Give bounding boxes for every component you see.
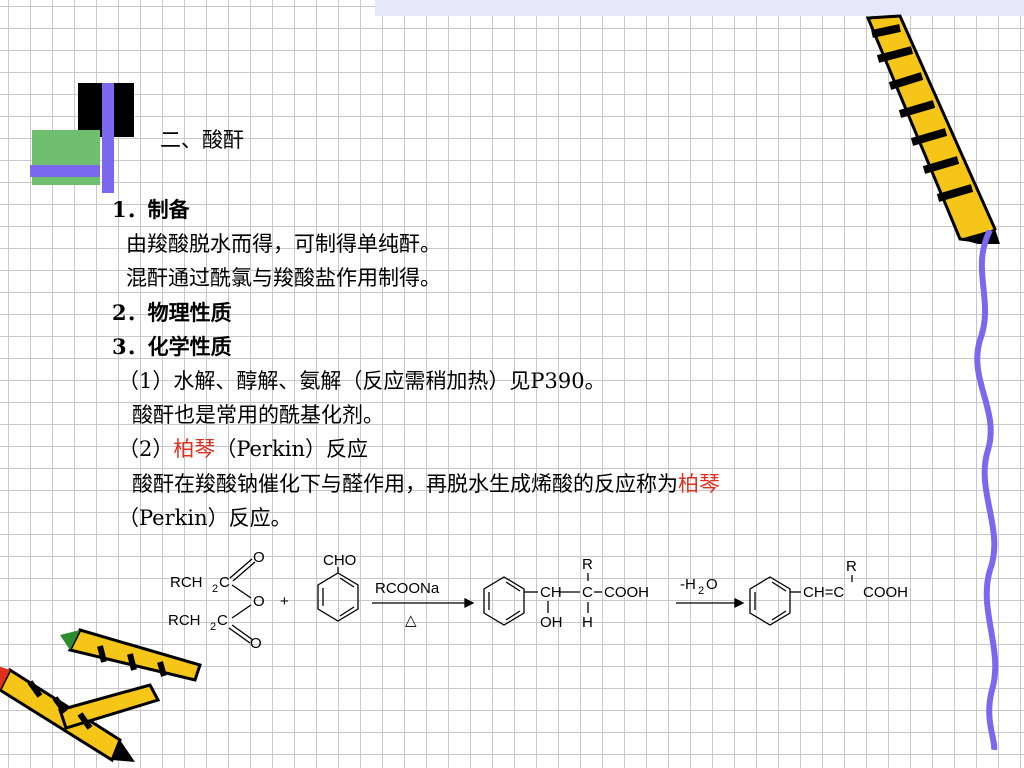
anhydride-o-bot: O — [250, 635, 262, 652]
anhydride-o-top: O — [253, 549, 265, 566]
anhydride-sub-bot: 2 — [210, 621, 216, 633]
perkin-reaction-scheme: O RCH 2 C O RCH 2 C O + CHO RCOONa △ R C… — [168, 549, 908, 652]
text-hydrolysis: （1）水解、醇解、氨解（反应需稍加热）见P390。 — [118, 368, 606, 393]
page-title: 二、酸酐 — [160, 128, 244, 152]
perkin-desc-continued: （Perkin）反应。 — [118, 505, 292, 530]
text-mixed-anhydride: 混酐通过酰氯与羧酸盐作用制得。 — [126, 266, 441, 291]
intermediate-h: H — [582, 614, 593, 631]
heading-physical-properties: 2．物理性质 — [112, 299, 232, 325]
intermediate-cooh: COOH — [604, 584, 649, 601]
pencils-decoration-bottom-left — [0, 628, 202, 763]
title-block-decoration — [30, 75, 150, 195]
aldehyde-cho: CHO — [323, 552, 356, 569]
dehydration-sub: 2 — [698, 585, 704, 597]
heading-chemical-properties: 3．化学性质 — [112, 333, 232, 359]
anhydride-c-bot: C — [217, 612, 228, 629]
text-simple-anhydride: 由羧酸脱水而得，可制得单纯酐。 — [126, 232, 441, 257]
anhydride-rch-top: RCH — [170, 574, 203, 591]
dehydration-o: O — [706, 576, 718, 593]
anhydride-o-mid: O — [253, 593, 265, 610]
slide-body: 1．制备 由羧酸脱水而得，可制得单纯酐。 混酐通过酰氯与羧酸盐作用制得。 2．物… — [112, 193, 952, 535]
intermediate-c: C — [582, 584, 593, 601]
perkin-heading-red: 柏琴 — [173, 437, 216, 462]
product-cooh: COOH — [863, 584, 908, 601]
top-band — [375, 0, 1024, 16]
intermediate-oh: OH — [540, 614, 563, 631]
reaction-bonds — [228, 558, 853, 644]
intermediate-ch: CH — [540, 584, 562, 601]
perkin-desc-red: 柏琴 — [678, 471, 720, 496]
heat-symbol: △ — [405, 612, 417, 629]
perkin-desc-main: 酸酐在羧酸钠催化下与醛作用，再脱水生成烯酸的反应称为 — [132, 471, 678, 496]
anhydride-sub-top: 2 — [212, 583, 218, 595]
product-chain: CH=C — [803, 584, 844, 601]
perkin-description: 酸酐在羧酸钠催化下与醛作用，再脱水生成烯酸的反应称为柏琴 — [112, 467, 952, 501]
intermediate-r: R — [582, 556, 593, 573]
product-r: R — [846, 558, 857, 575]
anhydride-c-top: C — [219, 574, 230, 591]
wave-decoration-right — [974, 230, 999, 750]
heading-preparation: 1．制备 — [112, 197, 190, 222]
perkin-heading-suffix: （Perkin）反应 — [215, 437, 368, 462]
text-acylating-agent: 酸酐也是常用的酰基化剂。 — [132, 403, 384, 428]
perkin-heading-prefix: （2） — [118, 437, 174, 462]
anhydride-rch-bot: RCH — [168, 612, 201, 629]
plus-sign: + — [280, 593, 289, 610]
perkin-heading: （2）柏琴（Perkin）反应 — [112, 432, 952, 466]
catalyst-label: RCOONa — [375, 580, 440, 597]
dehydration-h: -H — [680, 576, 696, 593]
